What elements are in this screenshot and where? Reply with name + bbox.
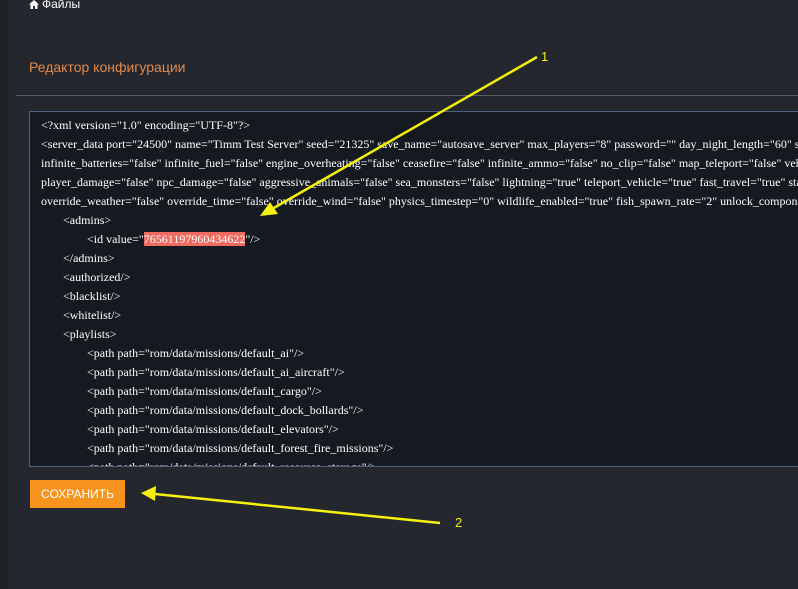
code-line: override_weather="false" override_time="… (41, 192, 798, 211)
save-button[interactable]: СОХРАНИТЬ (30, 480, 125, 508)
code-line: <?xml version="1.0" encoding="UTF-8"?> (41, 116, 798, 135)
breadcrumb-files[interactable]: Файлы (42, 0, 81, 11)
selected-admin-id: 76561197960434622 (143, 232, 246, 246)
code-line: <admins> (41, 211, 798, 230)
config-editor-content[interactable]: <?xml version="1.0" encoding="UTF-8"?> <s… (30, 112, 798, 467)
code-text: <server_data port="24500" name="Timm Tes… (41, 137, 798, 151)
code-text: <path path="rom/data/missions/default_el… (87, 422, 339, 436)
code-text: <path path="rom/data/missions/default_ai… (87, 346, 305, 360)
code-line: <path path="rom/data/missions/default_ai… (41, 344, 798, 363)
code-text: <path path="rom/data/missions/default_fo… (87, 441, 394, 455)
code-line: <playlists> (41, 325, 798, 344)
code-text: "/> (245, 232, 261, 246)
home-icon (29, 0, 39, 9)
code-text: infinite_batteries="false" infinite_fuel… (41, 156, 798, 170)
code-line: <authorized/> (41, 268, 798, 287)
code-line: <path path="rom/data/missions/default_re… (41, 458, 798, 467)
code-text: <admins> (63, 213, 112, 227)
code-text: <playlists> (63, 327, 117, 341)
code-text: <path path="rom/data/missions/default_re… (87, 460, 377, 467)
code-text: <path path="rom/data/missions/default_ai… (87, 365, 345, 379)
code-line: <path path="rom/data/missions/default_ai… (41, 363, 798, 382)
code-line: <blacklist/> (41, 287, 798, 306)
annotation-arrowhead-2 (141, 486, 156, 501)
breadcrumb[interactable]: Файлы (29, 0, 80, 11)
code-line: </admins> (41, 249, 798, 268)
code-line: infinite_batteries="false" infinite_fuel… (41, 154, 798, 173)
code-line: <path path="rom/data/missions/default_do… (41, 401, 798, 420)
code-text: <whitelist/> (63, 308, 122, 322)
code-text: <path path="rom/data/missions/default_do… (87, 403, 364, 417)
code-line: player_damage="false" npc_damage="false"… (41, 173, 798, 192)
code-text: </admins> (63, 251, 115, 265)
divider (16, 95, 798, 96)
annotation-arrow-2 (154, 492, 441, 525)
code-text: <?xml version="1.0" encoding="UTF-8"?> (41, 118, 250, 132)
code-line: <whitelist/> (41, 306, 798, 325)
code-text: override_weather="false" override_time="… (41, 194, 798, 208)
config-editor[interactable]: <?xml version="1.0" encoding="UTF-8"?> <s… (29, 111, 798, 467)
code-text: <authorized/> (63, 270, 131, 284)
code-line: <path path="rom/data/missions/default_el… (41, 420, 798, 439)
sidebar-edge (0, 0, 8, 589)
code-line: <path path="rom/data/missions/default_ca… (41, 382, 798, 401)
code-text: <id value=" (87, 232, 144, 246)
annotation-label-2: 2 (455, 515, 463, 530)
code-line: <server_data port="24500" name="Timm Tes… (41, 135, 798, 154)
code-line: <path path="rom/data/missions/default_fo… (41, 439, 798, 458)
code-line: <id value="76561197960434622"/> (41, 230, 798, 249)
annotation-label-1: 1 (541, 49, 549, 64)
page-title: Редактор конфигурации (29, 59, 186, 75)
code-text: player_damage="false" npc_damage="false"… (41, 175, 798, 189)
code-text: <path path="rom/data/missions/default_ca… (87, 384, 322, 398)
code-text: <blacklist/> (63, 289, 121, 303)
